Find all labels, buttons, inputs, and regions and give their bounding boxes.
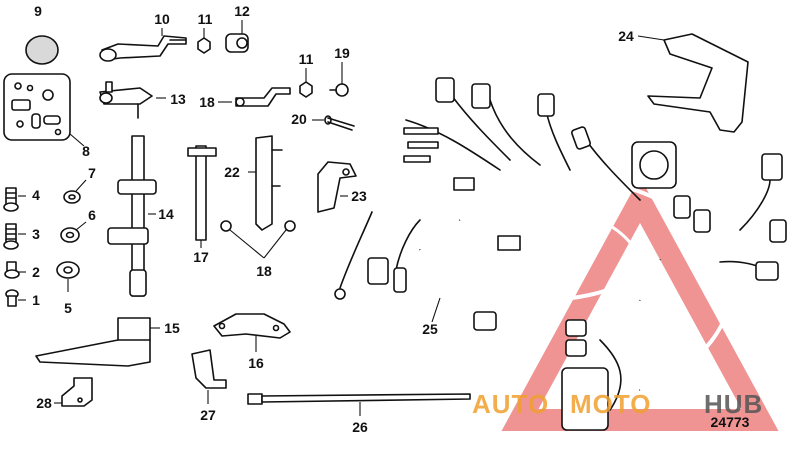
callout-16: 16 — [248, 355, 264, 371]
part-23-bracket — [317, 161, 357, 213]
part-18-clips — [220, 220, 296, 259]
callout-17: 17 — [193, 249, 209, 265]
callout-4: 4 — [32, 187, 40, 203]
callout-22: 22 — [224, 164, 240, 180]
part-25-harness — [334, 77, 787, 431]
callout-23: 23 — [351, 188, 367, 204]
part-11-nut-mid — [299, 68, 313, 98]
callout-7: 7 — [88, 165, 96, 181]
callout-15: 15 — [164, 320, 180, 336]
part-22-lever — [248, 135, 283, 231]
part-9-cap — [25, 35, 59, 65]
part-8-plate — [3, 73, 85, 147]
part-1-screw — [5, 289, 26, 307]
callout-8: 8 — [82, 143, 90, 159]
callout-12: 12 — [234, 3, 250, 19]
callout-2: 2 — [32, 264, 40, 280]
diagram-code: 24773 — [711, 414, 750, 430]
callout-5: 5 — [64, 300, 72, 316]
callout-3: 3 — [32, 226, 40, 242]
part-5-washer — [56, 261, 80, 292]
watermark-auto: AUTO — [472, 389, 549, 419]
callout-13: 13 — [170, 91, 186, 107]
part-3-screw — [3, 223, 26, 250]
callout-labels: 9 10 11 12 13 11 19 18 20 8 7 4 6 14 22 … — [32, 3, 750, 435]
watermark-hub: HUB — [704, 389, 763, 419]
part-24-bracket — [637, 33, 749, 133]
callout-27: 27 — [200, 407, 216, 423]
part-28-bracket — [54, 377, 93, 407]
part-2-screw — [4, 261, 26, 279]
part-16-plate — [213, 313, 291, 352]
part-7-washer — [63, 179, 87, 204]
callout-25: 25 — [422, 321, 438, 337]
part-20-terminal — [329, 62, 349, 97]
callout-10: 10 — [154, 11, 170, 27]
part-10-lever — [99, 28, 187, 62]
part-11-nut-top — [197, 28, 211, 54]
part-26-cable-tie — [247, 393, 471, 416]
part-4-screw — [3, 187, 26, 212]
callout-20: 19 — [334, 45, 350, 61]
part-27-clamp — [191, 349, 227, 404]
callout-26: 26 — [352, 419, 368, 435]
callout-24: 24 — [618, 28, 634, 44]
part-6-washer — [60, 221, 87, 243]
part-12-socket — [225, 20, 249, 53]
callout-9: 9 — [34, 3, 42, 19]
part-14-shaft — [107, 135, 157, 297]
part-15-bracket — [35, 317, 160, 367]
part-21-pin — [312, 115, 355, 131]
callout-14: 14 — [158, 206, 174, 222]
part-17-rod — [187, 145, 217, 248]
callout-11-mid: 11 — [299, 51, 314, 67]
watermark-moto: MOTO — [570, 389, 652, 419]
part-19-rod-end — [218, 87, 291, 107]
callout-6: 6 — [88, 207, 96, 223]
callout-28: 28 — [36, 395, 52, 411]
watermark-logo — [501, 177, 779, 431]
callout-19: 18 — [199, 94, 215, 110]
part-13-link — [99, 81, 166, 119]
callout-18: 18 — [256, 263, 272, 279]
callout-1: 1 — [32, 292, 40, 308]
callout-21: 20 — [291, 111, 307, 127]
watermark-text: AUTO MOTO HUB — [472, 389, 763, 419]
callout-11-top: 11 — [198, 11, 213, 27]
